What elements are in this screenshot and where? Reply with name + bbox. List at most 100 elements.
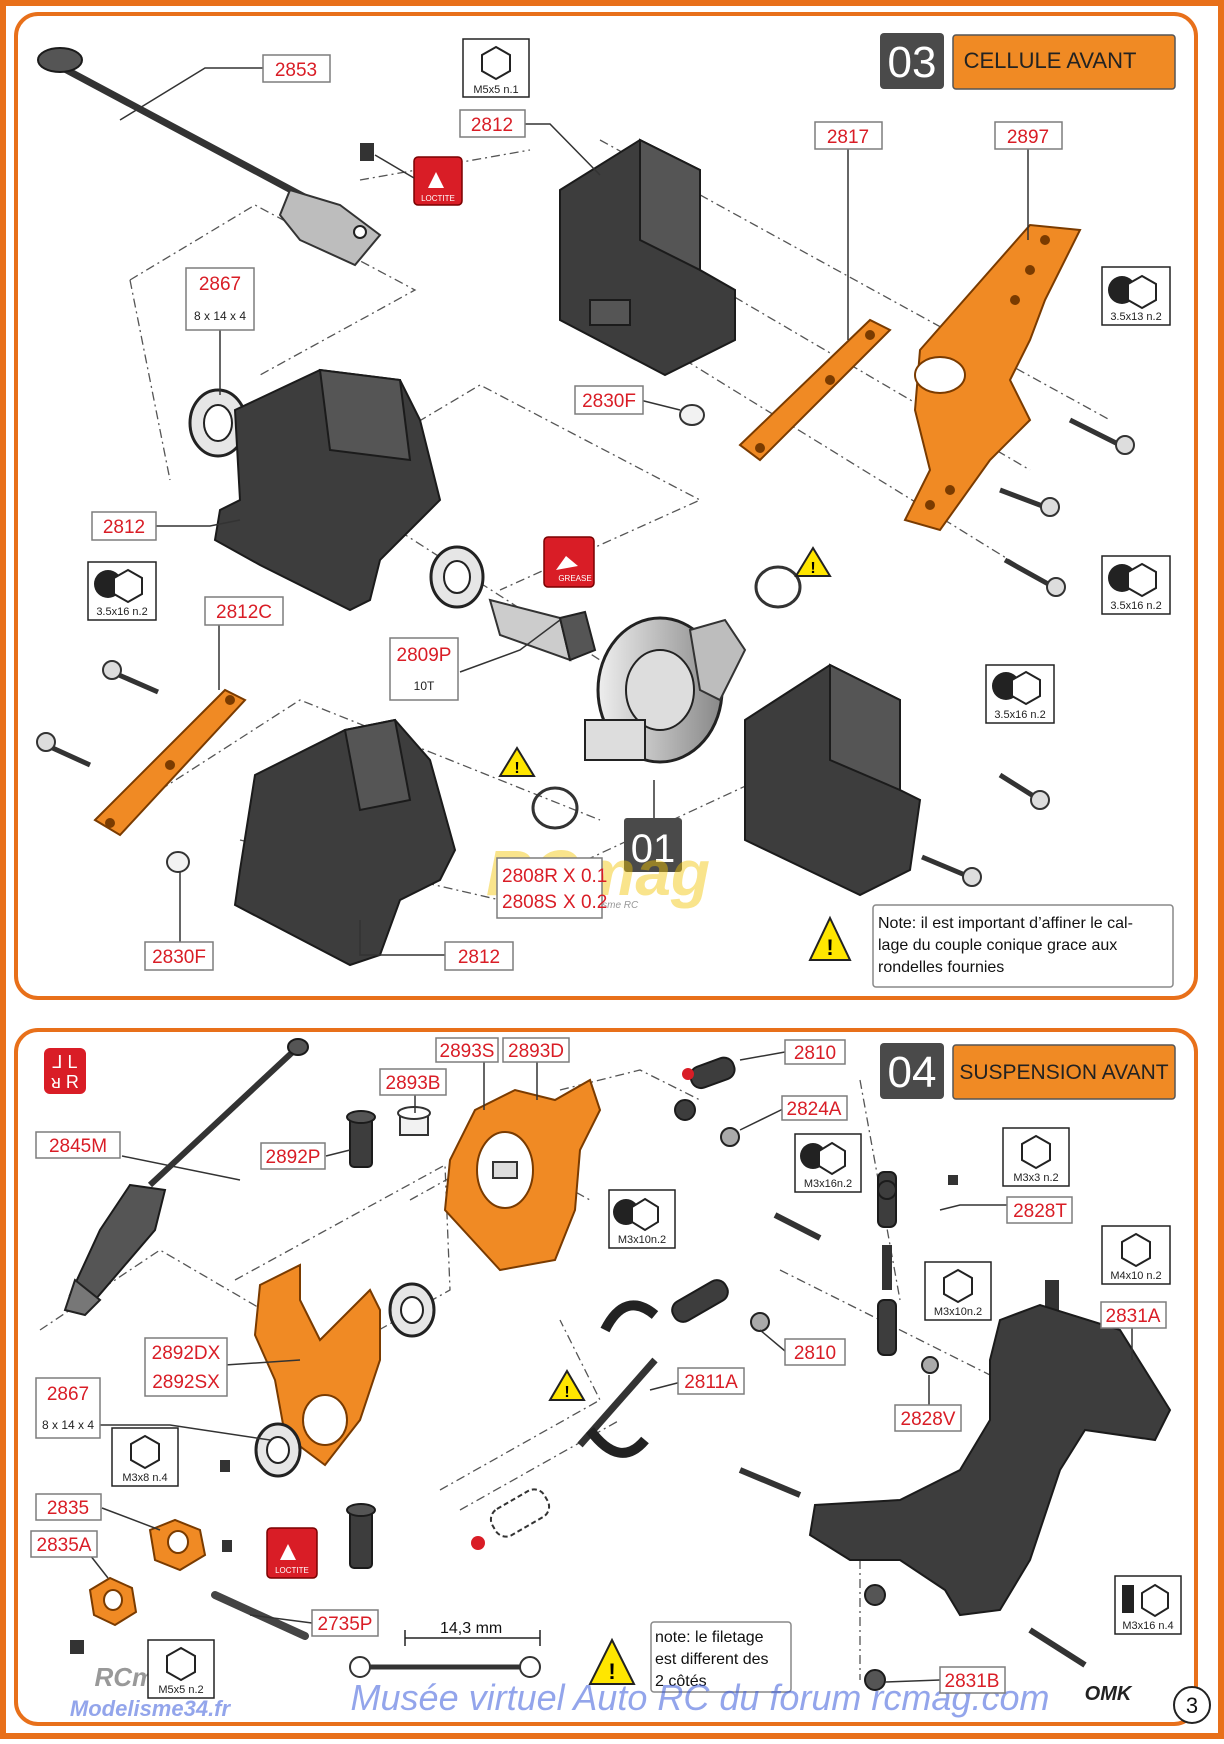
svg-text:2828T: 2828T [1013,1201,1067,1222]
grease-badge: GREASE [543,536,595,588]
section-04-title-box [952,1044,1176,1100]
warning-icon-d: ! [548,1369,586,1401]
svg-text:M3x16 n.4: M3x16 n.4 [1122,1620,1173,1632]
label-2893B: 2893B [379,1068,447,1096]
svg-text:2812: 2812 [103,517,145,538]
label-2835A: 2835A [30,1530,98,1558]
rod-end-2828T [877,1171,897,1228]
svg-text:M3x3 n.2: M3x3 n.2 [1013,1172,1058,1184]
warning-icon-c: ! [808,915,852,961]
screw-3.5x16-a [1003,557,1066,597]
svg-text:2893B: 2893B [386,1073,441,1094]
screw-3.5x16-left-b [36,732,92,768]
step-01-box [624,818,682,872]
ball-stud-mid [750,1312,770,1332]
label-2810-top: 2810 [784,1039,846,1065]
svg-text:!: ! [564,1384,569,1401]
bushing-2830F-bottom [166,851,190,873]
screw-3.5x16-b [998,772,1050,810]
set-screw-m4x10 [1045,1280,1059,1310]
label-2824A: 2824A [781,1095,848,1121]
section-04-number-box [880,1043,944,1099]
brand-logo: OMK [1085,1683,1133,1705]
bearing-2867-hub-b [254,1422,302,1478]
turnbuckle-dimension: 14,3 mm [349,1620,541,1678]
label-2830F-top: 2830F [574,385,644,415]
label-2831A: 2831A [1100,1301,1167,1329]
label-2812-bottom: 2812 [444,941,514,971]
svg-text:2830F: 2830F [152,947,206,968]
label-2735P: 2735P [311,1609,379,1637]
wheel-hex-2835 [148,1518,207,1572]
note-04-line-1: note: le filetage [655,1629,764,1646]
page-number-circle [1173,1686,1211,1724]
label-2835: 2835 [35,1493,102,1521]
hw-box-3.5x13: 3.5x13 n.2 [1101,266,1171,326]
set-screw-m5x5 [360,143,374,161]
svg-text:2808R: 2808R [502,866,558,887]
gearbox-housing-left [213,368,442,612]
label-2828T: 2828T [1006,1196,1073,1224]
gearbox-housing-bottom [233,718,457,967]
screw-m3x16-link [773,1212,822,1241]
svg-text:2892P: 2892P [266,1147,321,1168]
screw-3.5x16-left-a [102,660,159,695]
lower-arm-2831A [808,1303,1172,1617]
section-04-number: 04 [888,1048,937,1097]
hw-box-3.5x16-right-a: 3.5x16 n.2 [1101,555,1171,615]
hw-box-m3x16-bottom: M3x16 n.4 [1114,1575,1182,1635]
set-screw-m3x8-a [220,1460,230,1472]
section-03-number: 03 [888,38,937,87]
kingpin-2892P-top [346,1110,376,1168]
wheel-nut-2835A [88,1576,138,1627]
footer-watermark: Musée virtuel Auto RC du forum rcmag.com [351,1677,1050,1718]
hw-box-m3x10-right: M3x10n.2 [924,1261,992,1321]
differential-assembly [584,616,747,764]
pin-2735P [211,1591,309,1640]
svg-text:!: ! [810,560,815,577]
svg-text:!: ! [608,1659,615,1684]
rod-end-bottom [489,1488,551,1538]
hw-box-m3x3: M3x3 n.2 [1002,1127,1070,1187]
ball-end-2810-mid [671,1279,729,1323]
screw-3.5x13-a [1068,417,1135,455]
hw-box-m3x16-top: M3x16n.2 [794,1133,862,1193]
driveshaft-2845M [63,1038,309,1317]
svg-text:3.5x16 n.2: 3.5x16 n.2 [1110,600,1161,612]
label-2892P: 2892P [260,1142,326,1170]
rod-end-2810-lower [877,1299,897,1356]
section-04-title: SUSPENSION AVANT [959,1061,1168,1084]
svg-text:2853: 2853 [275,60,317,81]
left-right-icon: ⅃ L ᴚ R [44,1048,86,1094]
loctite-text-2: LOCTITE [275,1566,309,1575]
step-01-number: 01 [631,827,676,871]
note-03-line-1: Note: il est important d’affiner le cal- [878,915,1133,932]
svg-text:2835A: 2835A [37,1535,92,1556]
svg-text:M3x16n.2: M3x16n.2 [804,1178,852,1190]
label-2831B: 2831B [939,1666,1006,1694]
svg-text:2735P: 2735P [318,1614,373,1635]
hw-box-3.5x16-left: 3.5x16 n.2 [87,561,157,621]
svg-text:3.5x13 n.2: 3.5x13 n.2 [1110,311,1161,323]
bushing-2830F-top [679,404,705,426]
svg-text:2831A: 2831A [1106,1306,1161,1327]
hinge-pin-2831B-b [864,1669,886,1691]
steering-knuckle-2892 [253,1263,381,1467]
section-03-number-box [880,33,944,89]
note-04-line-3: 2 côtés [655,1673,707,1690]
label-2893D: 2893D [502,1037,570,1063]
label-2817: 2817 [814,121,883,150]
note-04-box [650,1621,792,1693]
set-screw-m3x8-b [222,1540,232,1552]
threaded-rod [882,1245,892,1290]
rotate-arrow-bottom-icon [586,1426,649,1458]
shim-ring-bottom [531,786,579,830]
corner-logo-sub: Modelisme34.fr [70,1696,232,1721]
bushing-2893B [397,1106,431,1136]
svg-text:2811A: 2811A [684,1372,738,1393]
svg-text:2892SX: 2892SX [152,1372,220,1393]
svg-text:⅃ L: ⅃ L [52,1052,77,1072]
